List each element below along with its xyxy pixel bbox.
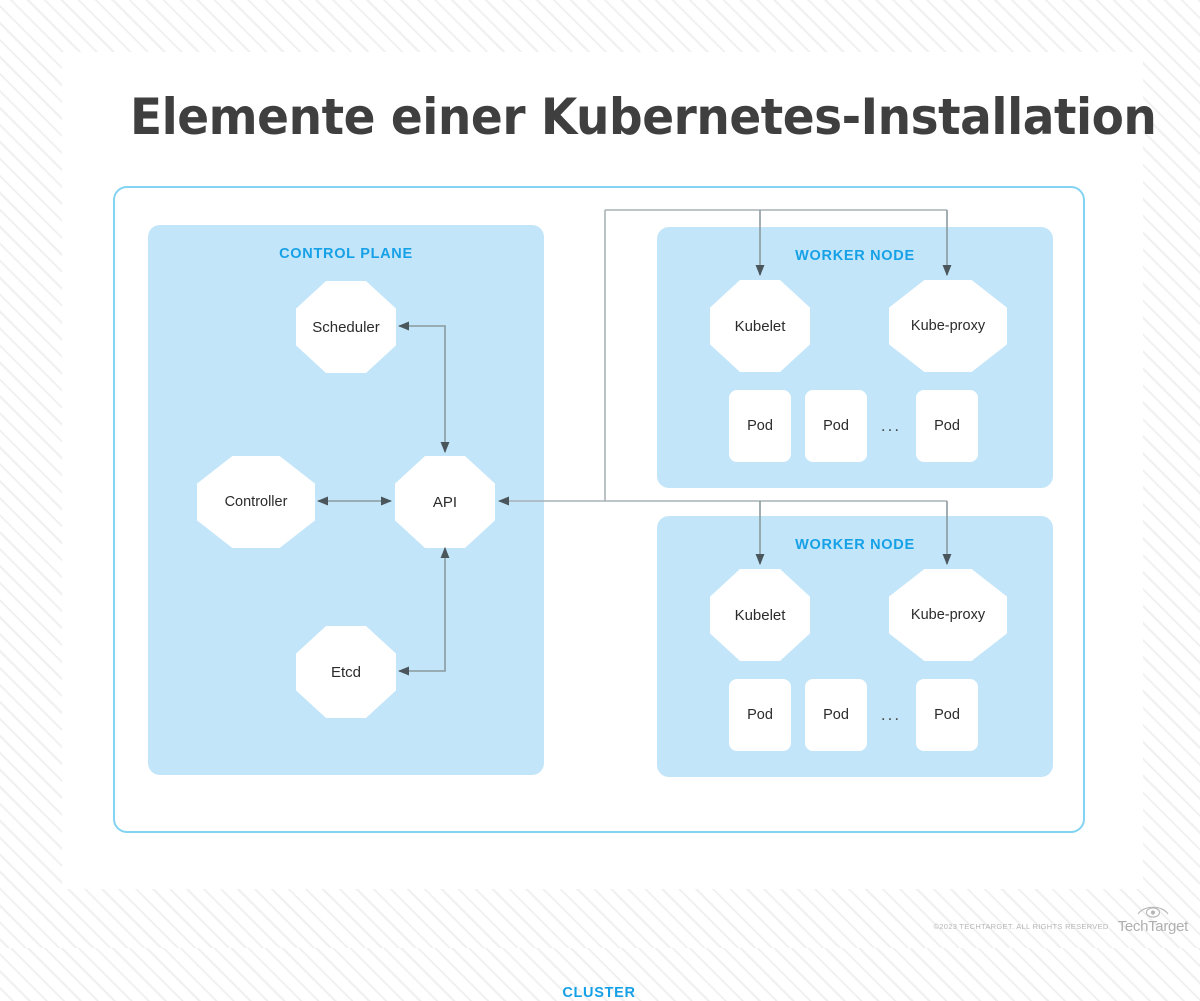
worker-node-1-kubelet[interactable]: Kubelet: [710, 280, 810, 372]
node-scheduler[interactable]: Scheduler: [296, 281, 396, 373]
worker-node-2-pod[interactable]: Pod: [729, 679, 791, 751]
worker-node-1-label: WORKER NODE: [795, 248, 915, 264]
worker-node-1-kube-proxy-label: Kube-proxy: [910, 318, 986, 334]
worker-node-1-pod[interactable]: Pod: [916, 390, 978, 462]
node-controller-label: Controller: [224, 494, 288, 510]
worker-node-2-label: WORKER NODE: [795, 537, 915, 553]
techtarget-logo: TechTarget: [1118, 904, 1188, 934]
eye-icon: [1137, 906, 1169, 918]
worker-node-2-pod[interactable]: Pod: [916, 679, 978, 751]
worker-node-1-pod[interactable]: Pod: [729, 390, 791, 462]
worker-node-1-kubelet-label: Kubelet: [734, 317, 786, 335]
node-etcd-label: Etcd: [330, 663, 361, 681]
worker-node-1-pod-ellipsis: ...: [880, 416, 902, 435]
node-api-label: API: [432, 493, 458, 511]
worker-node-1-kube-proxy[interactable]: Kube-proxy: [889, 280, 1007, 372]
control-plane-label: CONTROL PLANE: [279, 246, 413, 262]
copyright-text: ©2023 TECHTARGET. ALL RIGHTS RESERVED: [933, 922, 1109, 931]
worker-node-2-kube-proxy-label: Kube-proxy: [910, 607, 986, 623]
node-scheduler-label: Scheduler: [312, 318, 380, 336]
techtarget-wordmark: TechTarget: [1117, 918, 1189, 935]
worker-node-2-pod-ellipsis: ...: [880, 705, 902, 724]
worker-node-2-kube-proxy[interactable]: Kube-proxy: [889, 569, 1007, 661]
node-etcd[interactable]: Etcd: [296, 626, 396, 718]
page-title: Elemente einer Kubernetes-Installation: [130, 88, 1157, 146]
worker-node-2-kubelet-label: Kubelet: [734, 606, 786, 624]
node-controller[interactable]: Controller: [197, 456, 315, 548]
node-api[interactable]: API: [395, 456, 495, 548]
worker-node-1-pod[interactable]: Pod: [805, 390, 867, 462]
cluster-label: CLUSTER: [562, 985, 636, 1001]
worker-node-2-kubelet[interactable]: Kubelet: [710, 569, 810, 661]
footer: ©2023 TECHTARGET. ALL RIGHTS RESERVED Te…: [933, 904, 1188, 934]
worker-node-2-pod[interactable]: Pod: [805, 679, 867, 751]
